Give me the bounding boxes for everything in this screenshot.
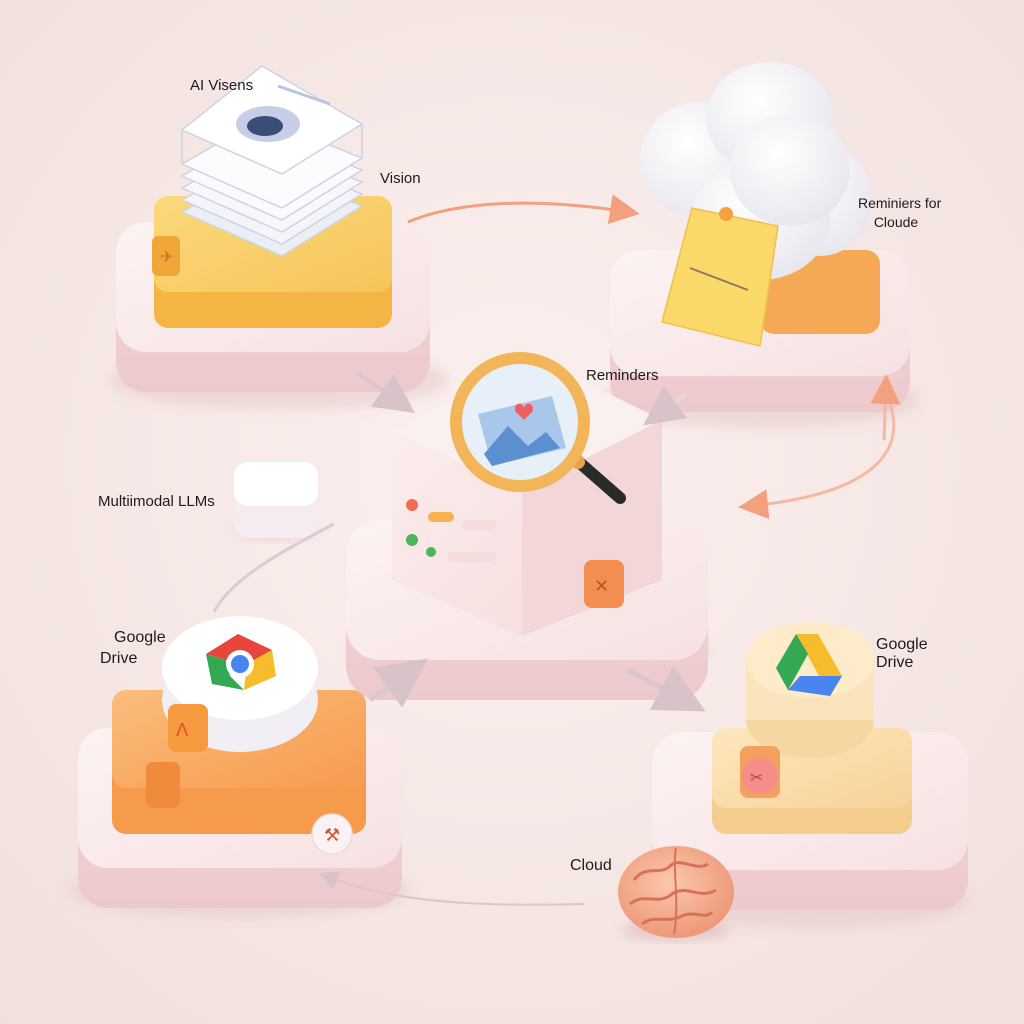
label-reminders: Reminders [586,367,659,384]
google-drive-logo-icon [776,634,842,696]
arrow-cloud-to-center [643,385,688,426]
documents-node: ✈ [110,65,450,410]
magnifying-glass-icon [450,352,626,504]
sticky-note-icon [661,207,779,347]
arrow-center-to-drive [626,665,706,712]
svg-text:⚒: ⚒ [324,825,340,846]
brain-icon [618,846,734,940]
svg-text:Λ: Λ [176,720,189,741]
label-ai-visens: AI Visens [190,77,254,94]
document-stack-icon [180,65,364,257]
label-reminders-for-cloude: Reminiers for Cloude [858,195,942,230]
drive-node: ✂ [650,622,970,928]
label-google-drive-left: Google Drive [100,629,166,667]
arrow-loop-right [738,389,896,520]
arrow-multimodal-to-chrome [212,522,335,613]
arrow-docs-to-center [354,370,416,414]
svg-text:✕: ✕ [594,576,609,597]
arrow-brain-to-chrome [318,871,585,906]
chrome-node: Λ [70,616,410,918]
central-node: ✕ [346,352,710,700]
cloud-node [600,62,920,428]
arrow-vision-to-cloud [407,194,640,224]
arrow-chrome-to-center [368,658,429,708]
arrow-loop-right-up [870,374,901,441]
arrows [212,194,901,906]
label-vision: Vision [380,170,421,187]
label-cloud: Cloud [570,857,612,874]
chrome-logo-icon [206,634,276,690]
svg-text:✂: ✂ [750,768,763,787]
multimodal-cube [234,462,318,540]
label-multimodal-llms: Multiimodal LLMs [98,493,215,510]
label-google-drive-right: Google Drive [876,636,928,671]
badge-icon: ⚒ [311,813,353,855]
svg-text:✈: ✈ [160,247,173,266]
